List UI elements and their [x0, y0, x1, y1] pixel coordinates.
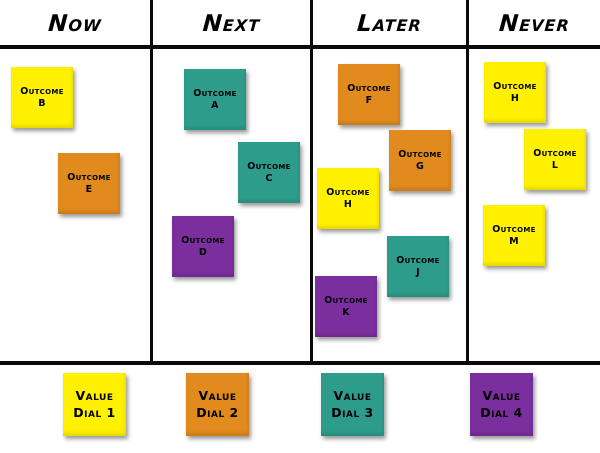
- dial-label: Dial 3: [331, 404, 374, 420]
- board-bottom-line: [0, 361, 600, 365]
- dial-title: Value: [482, 388, 521, 404]
- note-title: Outcome: [533, 147, 577, 159]
- column-header-never: Never: [498, 11, 571, 37]
- sticky-note-outcome-c[interactable]: Outcome C: [238, 142, 300, 203]
- sticky-note-outcome-f[interactable]: Outcome F: [338, 64, 400, 125]
- sticky-note-value-dial-1[interactable]: Value Dial 1: [63, 373, 126, 436]
- note-letter: H: [343, 198, 353, 210]
- sticky-note-outcome-g[interactable]: Outcome G: [389, 130, 451, 191]
- note-letter: M: [509, 235, 519, 247]
- note-title: Outcome: [396, 254, 440, 266]
- note-letter: C: [265, 172, 273, 184]
- note-letter: G: [415, 160, 425, 172]
- note-letter: F: [365, 94, 373, 106]
- note-letter: B: [38, 97, 46, 109]
- note-title: Outcome: [347, 82, 391, 94]
- dial-label: Dial 4: [480, 404, 523, 420]
- sticky-note-value-dial-2[interactable]: Value Dial 2: [186, 373, 249, 436]
- sticky-note-value-dial-4[interactable]: Value Dial 4: [470, 373, 533, 436]
- note-title: Outcome: [67, 171, 111, 183]
- sticky-note-outcome-e[interactable]: Outcome E: [58, 153, 120, 214]
- note-title: Outcome: [20, 85, 64, 97]
- note-letter: H: [510, 92, 520, 104]
- note-letter: A: [211, 99, 219, 111]
- dial-title: Value: [198, 388, 237, 404]
- note-letter: J: [416, 266, 420, 278]
- column-header-next: Next: [201, 11, 262, 37]
- column-divider-1: [150, 0, 153, 365]
- sticky-note-outcome-l[interactable]: Outcome L: [524, 129, 586, 190]
- column-header-later: Later: [356, 11, 423, 37]
- sticky-note-outcome-b[interactable]: Outcome B: [11, 67, 73, 128]
- note-title: Outcome: [326, 186, 370, 198]
- column-divider-3: [466, 0, 469, 365]
- sticky-note-outcome-h-later[interactable]: Outcome H: [317, 168, 379, 229]
- dial-label: Dial 1: [73, 404, 116, 420]
- sticky-note-outcome-d[interactable]: Outcome D: [172, 216, 234, 277]
- sticky-note-outcome-k[interactable]: Outcome K: [315, 276, 377, 337]
- sticky-note-outcome-m[interactable]: Outcome M: [483, 205, 545, 266]
- note-letter: E: [85, 183, 93, 195]
- note-letter: K: [342, 306, 350, 318]
- column-divider-2: [310, 0, 313, 365]
- note-title: Outcome: [181, 234, 225, 246]
- note-title: Outcome: [398, 148, 442, 160]
- dial-title: Value: [333, 388, 372, 404]
- sticky-note-outcome-a[interactable]: Outcome A: [184, 69, 246, 130]
- header-divider-line: [0, 45, 600, 49]
- note-title: Outcome: [193, 87, 237, 99]
- sticky-note-outcome-h-never[interactable]: Outcome H: [484, 62, 546, 123]
- dial-label: Dial 2: [196, 404, 239, 420]
- sticky-note-outcome-j[interactable]: Outcome J: [387, 236, 449, 297]
- sticky-note-value-dial-3[interactable]: Value Dial 3: [321, 373, 384, 436]
- note-title: Outcome: [492, 223, 536, 235]
- note-letter: D: [198, 246, 208, 258]
- dial-title: Value: [75, 388, 114, 404]
- note-letter: L: [551, 159, 559, 171]
- note-title: Outcome: [324, 294, 368, 306]
- note-title: Outcome: [247, 160, 291, 172]
- column-header-now: Now: [47, 11, 103, 37]
- note-title: Outcome: [493, 80, 537, 92]
